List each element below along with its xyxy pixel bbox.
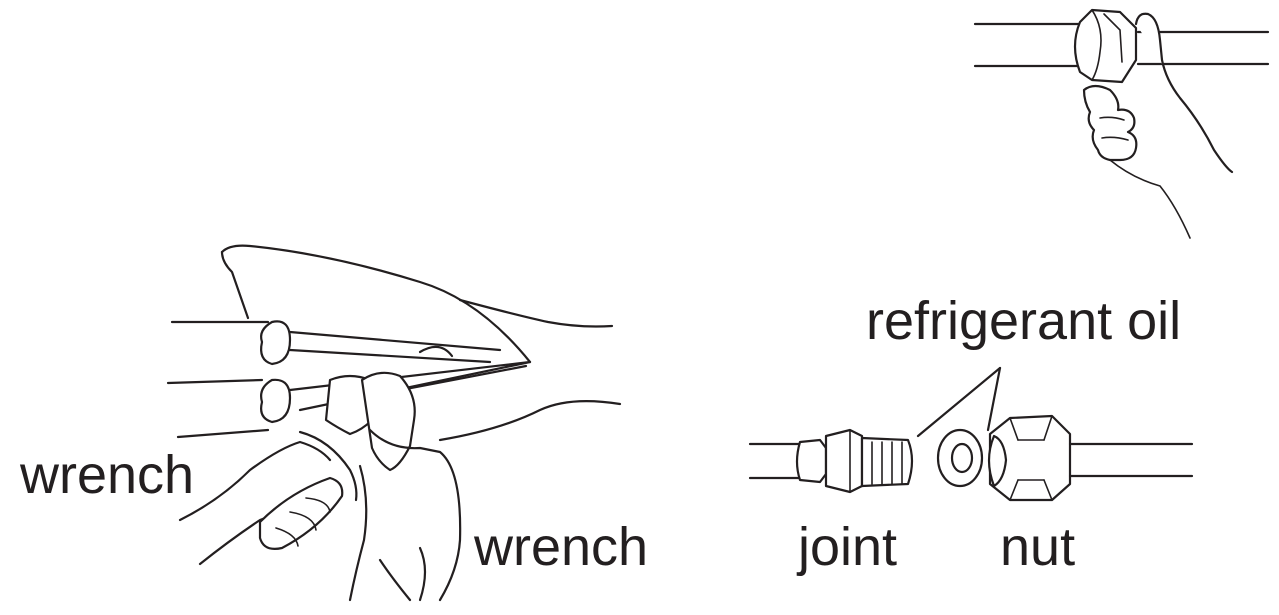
flare-ring-illustration [936,428,984,488]
wrench-label-left: wrench [20,445,195,505]
refrigerant-oil-label: refrigerant oil [866,291,1182,351]
joint-illustration [748,428,914,494]
nut-label: nut [1000,517,1076,577]
hand-holding-nut-illustration [973,8,1270,239]
refrigerant-oil-pointer [916,366,1002,438]
joint-label: joint [798,517,898,577]
wrench-label-right: wrench [474,517,649,577]
nut-illustration [987,414,1194,502]
wrenches-illustration [166,244,622,602]
